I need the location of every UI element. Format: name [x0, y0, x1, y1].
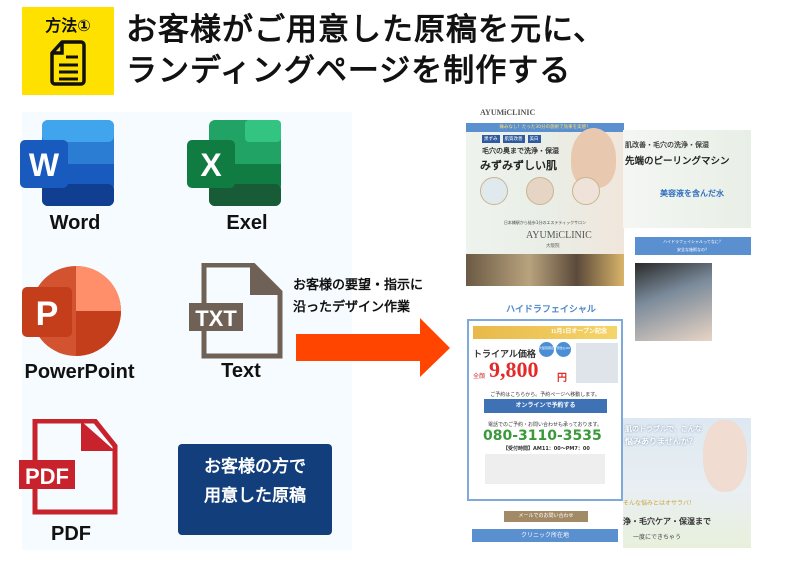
lp-serum-title: 美容液を含んだ水: [660, 189, 724, 198]
document-icon: [50, 40, 86, 86]
lp-hours: 【受付時間】AM11：00〜PM7：00: [503, 446, 590, 452]
excel-icon: X: [187, 120, 281, 206]
lp-body-text: [623, 345, 751, 405]
caption-line-1: お客様の要望・指示に: [293, 278, 424, 293]
lp-phone[interactable]: 080-3110-3535: [483, 428, 602, 444]
caption-line-2: 沿ったデザイン作業: [293, 300, 411, 315]
svg-text:PDF: PDF: [25, 464, 69, 489]
landing-page-mockup-right: 肌改善・毛穴の洗浄・保湿 先端のピーリングマシン 美容液を含んだ水 ハイドラフェ…: [623, 130, 751, 550]
lp-faq-line-2: 安全な施術なの？: [677, 247, 709, 252]
lp-badge: 男性もOK: [556, 342, 571, 357]
lp-right-heading: 先端のピーリングマシン: [625, 156, 730, 167]
word-label: Word: [49, 212, 101, 234]
lp-price: 9,800: [489, 357, 539, 382]
landing-page-mockup: AYUMiCLINIC 痛みなし！たった30分の施術で効果を実感！ 黒ずみ 肌質…: [466, 104, 626, 544]
lp-solution-line-1: そんな悩みとはオサラバ！: [623, 501, 695, 507]
powerpoint-icon: P: [22, 266, 121, 356]
right-arrow-icon: [296, 318, 450, 377]
lp-banner: 痛みなし！たった30分の施術で効果を実感！: [466, 123, 624, 132]
lp-location-bar[interactable]: クリニック所在地: [472, 529, 618, 542]
customer-source-box: お客様の方で 用意した原稿: [178, 444, 332, 535]
lp-price-unit: 円: [557, 373, 567, 384]
excel-label: Exel: [226, 212, 268, 234]
lp-tag: 肌質改善: [502, 135, 525, 143]
lp-model-photo-2: [703, 420, 747, 492]
box-line-1: お客様の方で: [204, 457, 306, 477]
arrow-caption: お客様の要望・指示に 沿ったデザイン作業: [293, 275, 423, 319]
lp-treatment-photo-2: [635, 263, 712, 341]
lp-faq-bar[interactable]: ハイドラフェイシャルってなに？ 安全な施術なの？: [635, 237, 751, 255]
method-label: 方法①: [45, 16, 91, 35]
lp-tag: 黒ずみ: [482, 135, 500, 143]
text-label: Text: [221, 360, 261, 382]
lp-trouble-line-1: 肌のトラブルで、こんな: [625, 425, 702, 433]
lp-logo-large: AYUMiCLINIC: [526, 230, 592, 241]
lp-trial-label: トライアル価格: [473, 350, 536, 360]
txt-file-icon: TXT: [189, 263, 283, 359]
lp-hero: 黒ずみ 肌質改善 美白 毛穴の奥まで洗浄・保湿 みずみずしい肌 日本橋駅から徒歩…: [466, 128, 624, 254]
box-line-2: 用意した原稿: [204, 486, 306, 506]
lp-salon-photos: [466, 254, 624, 286]
lp-reserve-note: ご予約はこちらから。予約ページへ移動します。: [490, 392, 600, 398]
lp-treatment-photo: [576, 343, 618, 383]
lp-peeling-section: 肌改善・毛穴の洗浄・保湿 先端のピーリングマシン 美容液を含んだ水: [623, 130, 751, 228]
word-icon: W: [20, 120, 114, 206]
lp-hero-line-2: みずみずしい肌: [480, 159, 557, 172]
method-badge: 方法①: [22, 7, 114, 95]
lp-reserve-button[interactable]: オンラインで予約する: [484, 399, 607, 413]
lp-badge: 大阪院限定: [539, 342, 554, 357]
svg-text:TXT: TXT: [195, 306, 237, 331]
pdf-file-icon: PDF: [19, 419, 118, 515]
lp-offer-box: 11月1日オープン記念 トライアル価格 大阪院限定 男性もOK 全顔 9,800…: [467, 319, 623, 501]
pdf-label: PDF: [51, 523, 91, 545]
lp-trouble-section: 肌のトラブルで、こんな 悩みありませんか？ そんな悩みとはオサラバ！ 浄・毛穴ケ…: [623, 418, 751, 548]
lp-price-prefix: 全顔: [473, 373, 486, 380]
lp-note-box: [485, 454, 605, 484]
lp-logo-sub: 大阪院: [546, 244, 560, 249]
svg-text:X: X: [200, 147, 222, 183]
lp-hydra-title: ハイドラフェイシャル: [506, 304, 596, 314]
lp-hero-line-1: 毛穴の奥まで洗浄・保湿: [482, 147, 559, 155]
title-line-1: お客様がご用意した原稿を元に、: [126, 12, 606, 48]
svg-text:W: W: [29, 147, 60, 183]
lp-tag: 美白: [527, 135, 541, 143]
title-line-2: ランディングページを制作する: [126, 53, 572, 89]
lp-trouble-line-2: 悩みありませんか？: [625, 437, 697, 446]
lp-mail-button[interactable]: メールでのお問い合わせ: [504, 511, 588, 522]
lp-open-banner: 11月1日オープン記念: [473, 326, 617, 339]
lp-solution-line-2: 浄・毛穴ケア・保湿まで: [623, 517, 711, 526]
lp-solution-line-3: 一度にできちゃう: [633, 535, 682, 541]
page-title: お客様がご用意した原稿を元に、 ランディングページを制作する: [126, 10, 605, 92]
lp-tagline: 日本橋駅から徒歩1分のエステティックサロン: [503, 220, 587, 225]
lp-faq-line-1: ハイドラフェイシャルってなに？: [663, 239, 723, 244]
lp-logo: AYUMiCLINIC: [480, 108, 536, 117]
lp-phone-note: 電話でのご予約・お問い合わせも承っております。: [487, 422, 603, 428]
lp-right-sub: 肌改善・毛穴の洗浄・保湿: [625, 141, 709, 149]
powerpoint-label: PowerPoint: [24, 361, 135, 383]
svg-text:P: P: [36, 295, 59, 333]
